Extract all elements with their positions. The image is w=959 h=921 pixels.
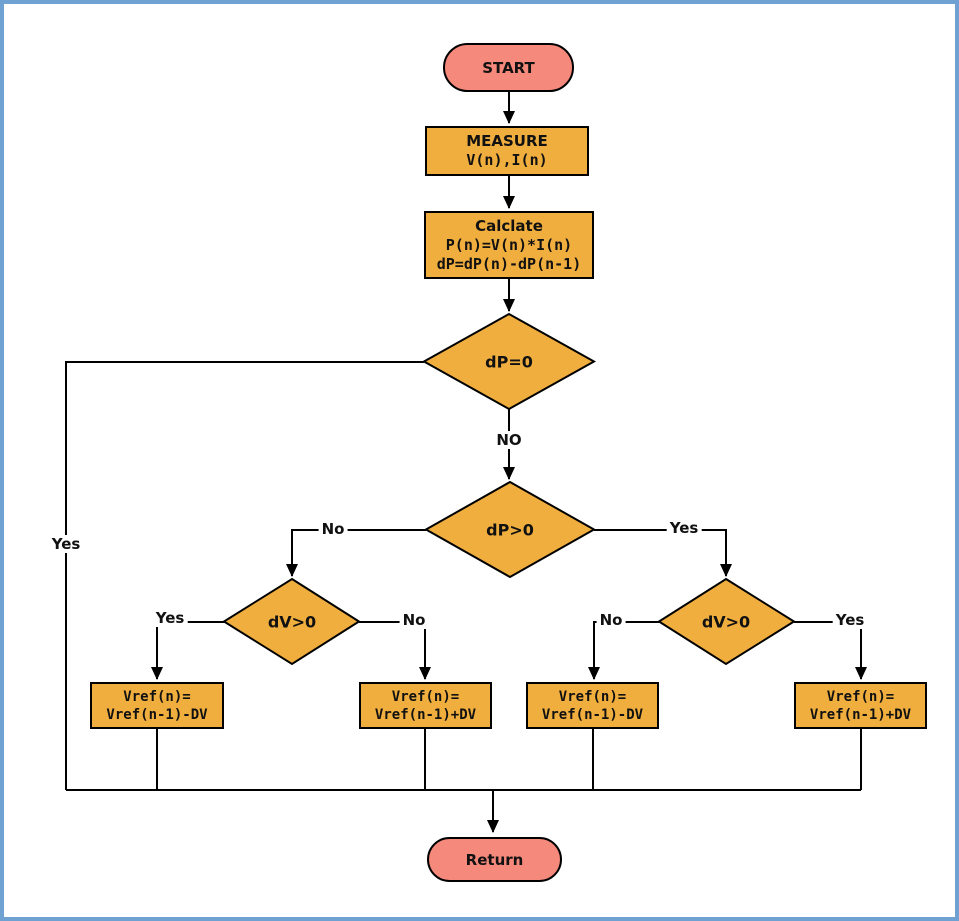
connector-layer <box>65 92 867 833</box>
edge-dvleft-no-vref2 <box>359 621 431 680</box>
vref2-line1: Vref(n)= <box>391 688 460 705</box>
vref-decrease-box-2: Vref(n)= Vref(n-1)-DV <box>526 682 659 729</box>
edge-dvright-no-vref3 <box>588 621 659 680</box>
edge-label-dvleft-yes: Yes <box>152 609 188 627</box>
edge-label-dvright-yes: Yes <box>832 611 868 629</box>
edge-dvleft-yes-vref1 <box>151 621 225 680</box>
edge-label-dp0-yes: Yes <box>48 535 84 553</box>
dv-right-diamond <box>657 577 796 666</box>
edge-label-dvright-no: No <box>596 611 626 629</box>
dv-left-label: dV>0 <box>267 612 317 632</box>
calculate-title: Calclate <box>475 216 543 235</box>
vref3-line1: Vref(n)= <box>558 688 627 705</box>
dv-left-diamond <box>222 577 361 666</box>
dp-positive-diamond <box>423 480 597 579</box>
measure-title: MEASURE <box>466 132 548 150</box>
edge-label-dvleft-no: No <box>399 611 429 629</box>
edge-dvright-yes-vref4 <box>794 621 867 680</box>
vref-increase-box-1: Vref(n)= Vref(n-1)+DV <box>359 682 492 729</box>
edge-dp0-yes-loop <box>65 361 424 790</box>
vref4-line1: Vref(n)= <box>826 688 895 705</box>
edge-dppos-yes-dvright <box>594 529 732 577</box>
dp-zero-label: dP=0 <box>485 352 533 372</box>
edge-dppos-no-dvleft <box>286 529 426 577</box>
return-label: Return <box>465 850 524 869</box>
vref1-line1: Vref(n)= <box>123 688 191 705</box>
calculate-formula-1: P(n)=V(n)*I(n) <box>445 235 573 254</box>
vref4-line2: Vref(n-1)+DV <box>809 706 912 723</box>
calculate-box: Calclate P(n)=V(n)*I(n) dP=dP(n)-dP(n-1) <box>424 211 594 279</box>
start-label: START <box>482 58 535 77</box>
vref1-line2: Vref(n-1)-DV <box>106 706 208 723</box>
dp-positive-label: dP>0 <box>486 520 534 540</box>
edge-label-dp0-no: NO <box>493 431 525 449</box>
dv-right-label: dV>0 <box>701 612 751 632</box>
return-terminator: Return <box>427 837 562 882</box>
measure-box: MEASURE V(n),I(n) <box>425 126 589 176</box>
vref-decrease-box-1: Vref(n)= Vref(n-1)-DV <box>90 682 224 729</box>
edge-label-dppos-yes: Yes <box>666 519 702 537</box>
dp-zero-diamond <box>421 312 597 411</box>
vref2-line2: Vref(n-1)+DV <box>374 706 477 723</box>
start-terminator: START <box>443 43 574 92</box>
vref-increase-box-2: Vref(n)= Vref(n-1)+DV <box>794 682 927 729</box>
measure-formula: V(n),I(n) <box>466 151 548 169</box>
edge-label-dppos-no: No <box>318 520 348 538</box>
calculate-formula-2: dP=dP(n)-dP(n-1) <box>436 254 582 273</box>
vref3-line2: Vref(n-1)-DV <box>541 706 644 723</box>
